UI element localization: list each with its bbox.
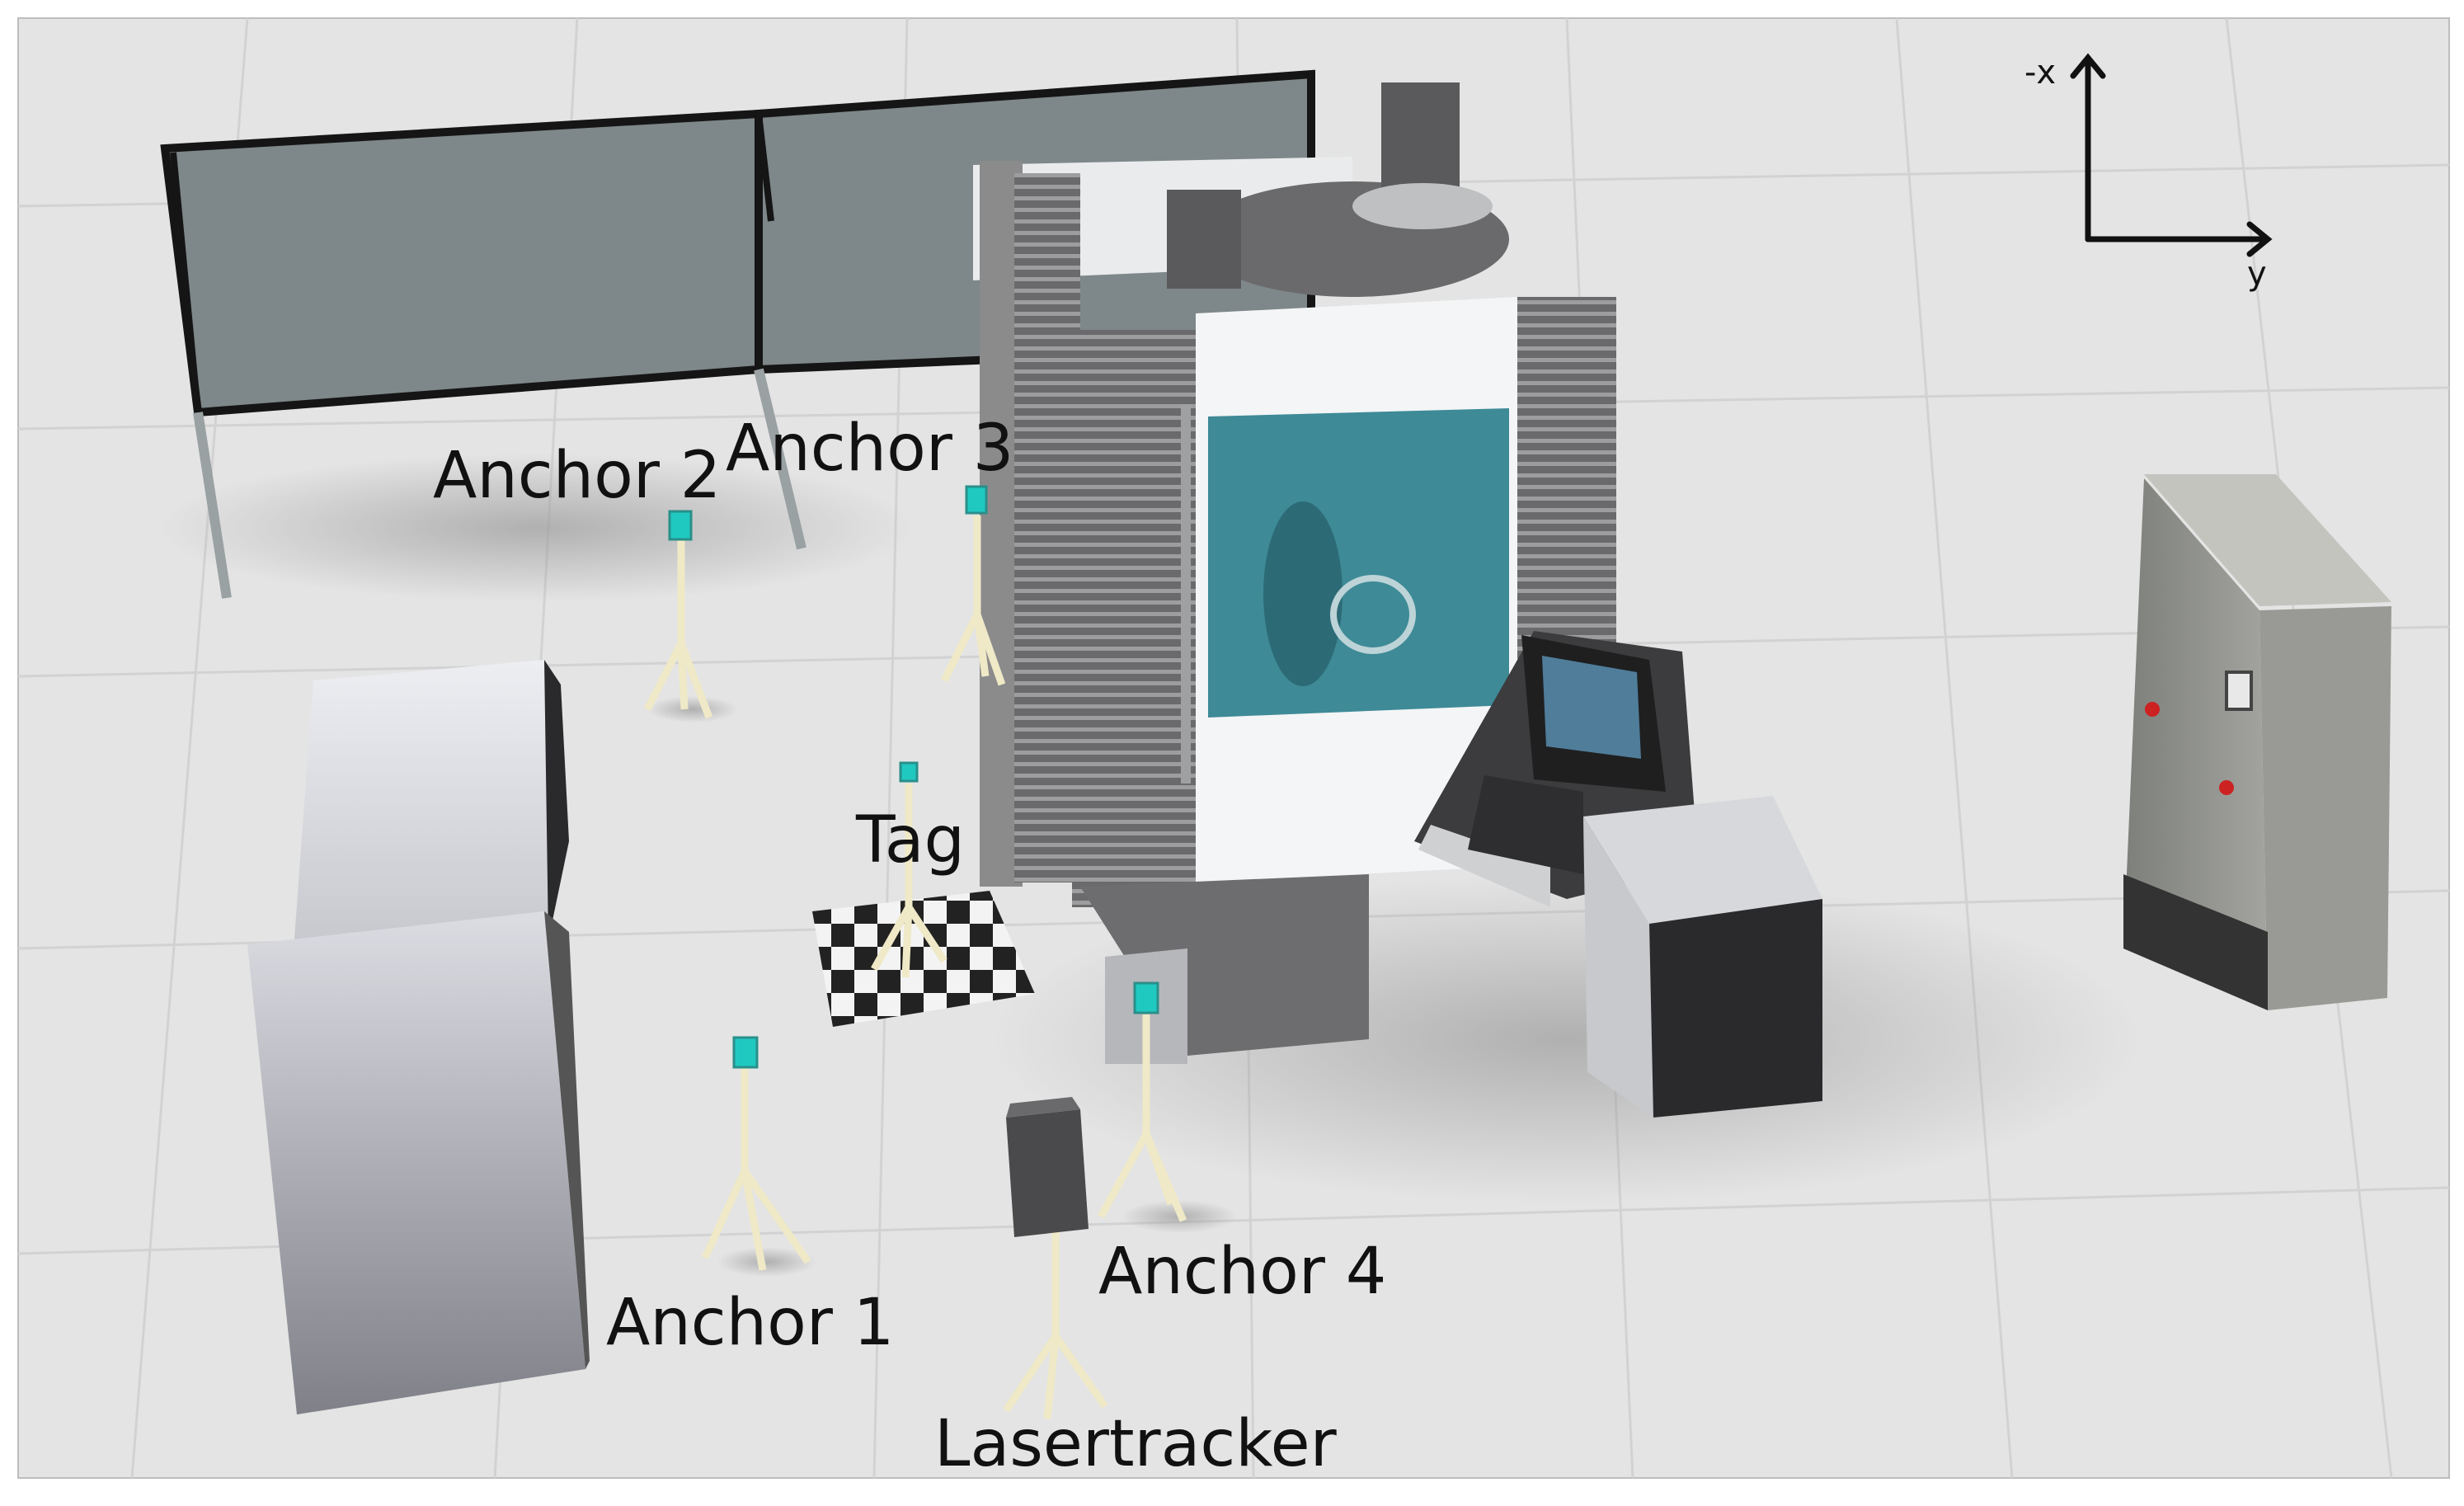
tag-label: Tag (856, 803, 966, 878)
lasertracker-device (1003, 1097, 1108, 1419)
coordinate-axes (2070, 53, 2273, 257)
anchor-1-label: Anchor 1 (606, 1286, 895, 1360)
anchor-1-tripod (701, 1036, 816, 1277)
anchor-3-tripod (940, 485, 1006, 686)
lasertracker-label: Lasertracker (934, 1407, 1337, 1481)
small-cabinet (1583, 796, 1822, 1118)
anchor-2-tripod (643, 510, 738, 722)
anchor-4-tripod (1098, 981, 1237, 1233)
anchor-4-label: Anchor 4 (1098, 1235, 1387, 1309)
x-axis-arrowhead (2070, 53, 2106, 79)
tag-tripod (871, 761, 948, 978)
x-axis-label: -x (2024, 54, 2057, 92)
y-axis-label: y (2247, 255, 2267, 293)
y-axis-arrowhead (2246, 221, 2273, 257)
checkerboard (812, 891, 1035, 1027)
milling-machine (973, 82, 1616, 1064)
electrical-cabinet (2123, 474, 2391, 1010)
panel-shadow (157, 454, 915, 602)
anchor-3-label: Anchor 3 (726, 412, 1014, 486)
anchor-2-label: Anchor 2 (433, 439, 722, 513)
storage-boxes (247, 660, 590, 1414)
